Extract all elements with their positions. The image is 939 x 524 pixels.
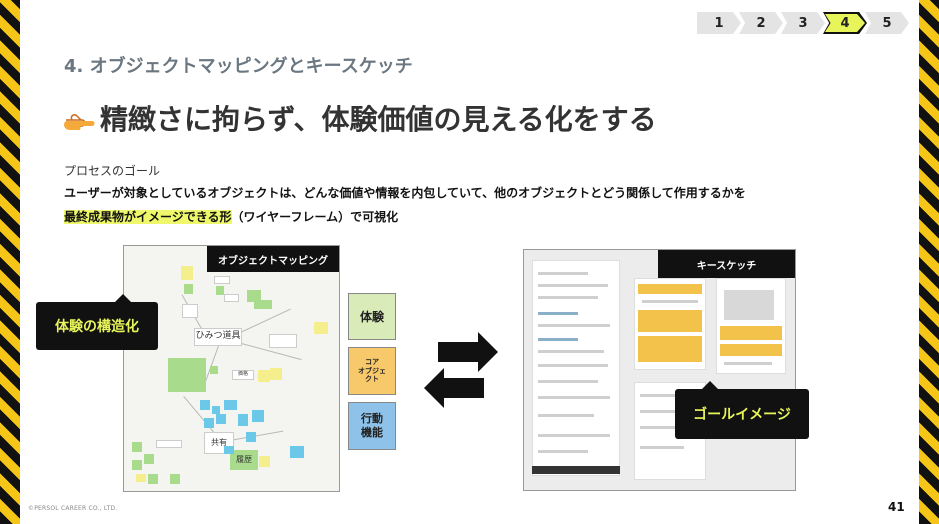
goal-highlight: 最終成果物がイメージできる形: [64, 210, 232, 224]
object-mapping-image: オブジェクトマッピング ひみつ道具 価格 共有 履歴: [123, 245, 340, 492]
section-subtitle: 4. オブジェクトマッピングとキースケッチ: [64, 56, 413, 77]
step-2[interactable]: 2: [739, 12, 783, 34]
hub-sticky: ひみつ道具: [194, 328, 242, 346]
step-indicator: 1 2 3 4 5: [697, 12, 909, 34]
step-3[interactable]: 3: [781, 12, 825, 34]
key-sketch-tag: キースケッチ: [658, 250, 795, 278]
core-object-box: コア オブジェ クト: [348, 347, 396, 395]
copyright-footer: ©PERSOL CAREER CO., LTD.: [28, 505, 118, 512]
action-box: 行動 機能: [348, 402, 396, 450]
page-headline: 精緻さに拘らず、体験価値の見える化をする: [64, 98, 657, 138]
hazard-stripe-left: [0, 0, 20, 524]
step-4-active[interactable]: 4: [823, 12, 867, 34]
step-1[interactable]: 1: [697, 12, 741, 34]
structure-callout: 体験の構造化: [36, 294, 158, 350]
small-sticky: 価格: [232, 370, 254, 380]
hazard-stripe-right: [919, 0, 939, 524]
goal-line-1: ユーザーが対象としているオブジェクトは、どんな価値や情報を内包していて、他のオブ…: [64, 186, 746, 200]
key-sketch-image: キースケッチ: [523, 249, 796, 491]
history-sticky: 履歴: [230, 450, 258, 470]
goal-line-2: 最終成果物がイメージできる形（ワイヤーフレーム）で可視化: [64, 208, 398, 225]
page-number: 41: [888, 500, 905, 514]
exchange-arrows-icon: [420, 330, 502, 412]
object-mapping-tag: オブジェクトマッピング: [207, 246, 339, 272]
step-4-label: 4: [825, 14, 865, 32]
headline-text: 精緻さに拘らず、体験価値の見える化をする: [100, 103, 657, 136]
goal-callout: ゴールイメージ: [675, 381, 809, 439]
step-5[interactable]: 5: [865, 12, 909, 34]
goal-label: プロセスのゴール: [64, 164, 161, 178]
pointing-hand-icon: [64, 107, 96, 130]
experience-box: 体験: [348, 293, 396, 340]
goal-line-2-rest: （ワイヤーフレーム）で可視化: [231, 210, 399, 224]
core-object-label: コア オブジェ クト: [358, 357, 386, 384]
action-label: 行動 機能: [361, 412, 383, 439]
